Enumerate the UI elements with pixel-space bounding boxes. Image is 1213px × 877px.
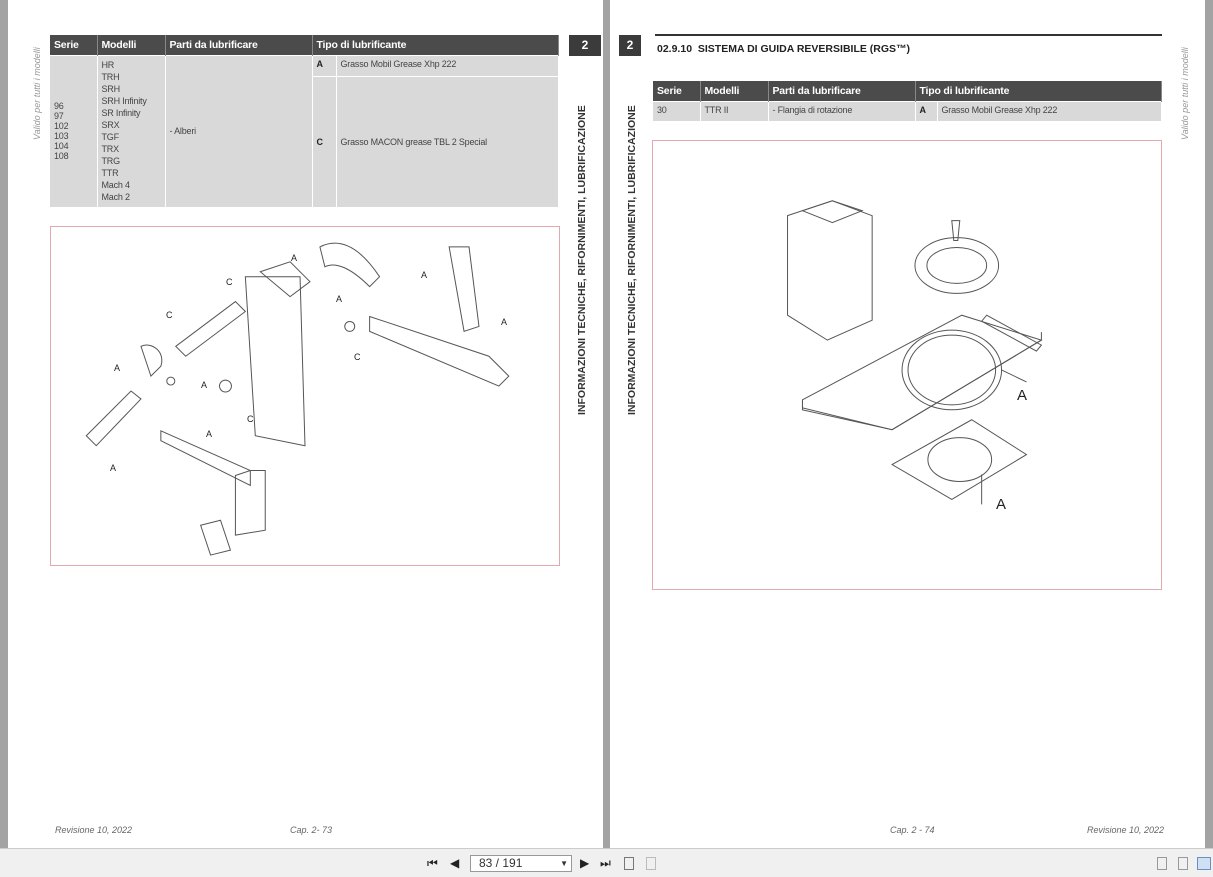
chapter-side-title: INFORMAZIONI TECNICHE, RIFORNIMENTI, LUB…: [626, 105, 638, 415]
serie-cell: 30: [653, 100, 701, 121]
footer-revision: Revisione 10, 2022: [1087, 825, 1165, 835]
callout: C: [226, 277, 233, 287]
col-parti: Parti da lubrificare: [768, 81, 916, 101]
single-page-view-icon[interactable]: [1157, 857, 1167, 870]
chapter-side-title: INFORMAZIONI TECNICHE, RIFORNIMENTI, LUB…: [576, 105, 588, 415]
col-serie: Serie: [653, 81, 701, 101]
callout: A: [114, 363, 121, 373]
serie-cell: 96 97 102 103 104 108: [50, 54, 98, 207]
page-number-input[interactable]: 83 / 191 ▼: [470, 855, 572, 872]
footer-revision: Revisione 10, 2022: [55, 825, 133, 835]
callout: A: [501, 317, 508, 327]
callout: A: [110, 463, 117, 473]
two-page-view-icon[interactable]: [1197, 857, 1211, 870]
rgs-flange-diagram: A A: [652, 140, 1162, 590]
callout: A: [336, 294, 343, 304]
callout: A: [996, 496, 1007, 513]
section-title: 02.9.10 SISTEMA DI GUIDA REVERSIBILE (RG…: [657, 43, 911, 55]
lift-linkage-diagram: A C C A A A C A A C A A: [50, 226, 560, 566]
col-tipo: Tipo di lubrificante: [312, 35, 559, 55]
last-page-icon[interactable]: ⏭: [600, 856, 611, 870]
lube-name: Grasso Mobil Grease Xhp 222: [336, 54, 559, 76]
first-page-icon[interactable]: ⏮: [427, 856, 438, 870]
fit-page-icon[interactable]: [624, 857, 634, 870]
col-tipo: Tipo di lubrificante: [915, 81, 1162, 101]
lube-letter: C: [312, 75, 337, 207]
callout: A: [1017, 387, 1028, 404]
next-page-icon[interactable]: ▶: [580, 856, 590, 870]
lube-letter: A: [915, 100, 938, 121]
col-serie: Serie: [50, 35, 98, 55]
modelli-cell: TTR II: [700, 100, 769, 121]
callout: C: [354, 352, 361, 362]
viewer-toolbar: ⏮ ◀ 83 / 191 ▼ ▶ ⏭: [0, 848, 1213, 877]
parti-cell: - Alberi: [165, 54, 313, 207]
right-page: 2 INFORMAZIONI TECNICHE, RIFORNIMENTI, L…: [610, 0, 1205, 848]
footer-page-number: Cap. 2- 73: [290, 825, 333, 835]
callout: A: [421, 270, 428, 280]
chapter-tab: 2: [619, 35, 641, 56]
fit-width-icon[interactable]: [646, 857, 656, 870]
modelli-cell: HR TRH SRH SRH Infinity SR Infinity SRX …: [97, 54, 166, 207]
parti-cell: - Flangia di rotazione: [768, 100, 916, 121]
footer-page-number: Cap. 2 - 74: [890, 825, 935, 835]
callout: A: [206, 429, 213, 439]
col-parti: Parti da lubrificare: [165, 35, 313, 55]
page-dropdown-icon[interactable]: ▼: [560, 859, 568, 868]
title-rule: [655, 34, 1162, 36]
chapter-tab: 2: [569, 35, 601, 56]
callout: A: [201, 380, 208, 390]
continuous-view-icon[interactable]: [1178, 857, 1188, 870]
prev-page-icon[interactable]: ◀: [450, 856, 460, 870]
page-number-value: 83 / 191: [479, 856, 523, 870]
lube-name: Grasso MACON grease TBL 2 Special: [336, 75, 559, 207]
lube-letter: A: [312, 54, 337, 76]
callout: C: [166, 310, 173, 320]
valid-note: Valido per tutti i modelli: [32, 47, 42, 140]
callout: C: [247, 414, 254, 424]
lube-name: Grasso Mobil Grease Xhp 222: [937, 100, 1162, 121]
valid-note: Valido per tutti i modelli: [1180, 47, 1190, 140]
col-modelli: Modelli: [700, 81, 769, 101]
col-modelli: Modelli: [97, 35, 166, 55]
callout: A: [291, 253, 298, 263]
